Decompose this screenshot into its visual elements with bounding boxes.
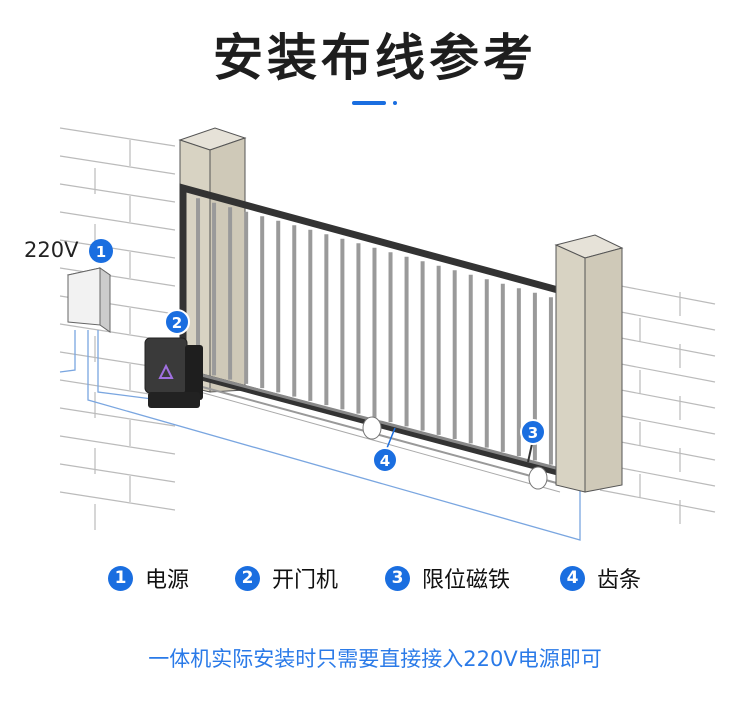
voltage-label: 220V (24, 238, 79, 262)
page-title: 安装布线参考 (213, 29, 537, 87)
gate-opener-motor (144, 337, 203, 408)
power-box (66, 267, 112, 333)
line (59, 435, 176, 455)
line (59, 127, 176, 147)
marker-3: 3 (520, 419, 546, 463)
line (59, 407, 176, 427)
marker-4: 4 (372, 427, 398, 473)
line (59, 239, 176, 259)
svg-text:1: 1 (96, 243, 106, 261)
wiring (59, 330, 581, 541)
svg-text:3: 3 (528, 424, 538, 442)
gate-wheel (528, 466, 548, 490)
title-dot (393, 101, 397, 105)
line (599, 489, 716, 513)
title-underline (352, 101, 386, 105)
gate-wheel (362, 416, 382, 440)
line (59, 155, 176, 175)
left-brick-wall (59, 127, 176, 530)
marker-1: 1 (89, 239, 113, 263)
marker-2: 2 (164, 309, 190, 335)
line (59, 183, 176, 203)
line (59, 491, 176, 511)
line (59, 267, 176, 287)
right-pillar (554, 234, 624, 493)
line (59, 463, 176, 483)
svg-text:4: 4 (380, 452, 390, 470)
line (59, 211, 176, 231)
gate-illustration: 1 2 3 4 (59, 127, 716, 541)
installation-note: 一体机实际安装时只需要直接接入220V电源即可 (148, 647, 602, 671)
svg-text:2: 2 (172, 314, 182, 332)
